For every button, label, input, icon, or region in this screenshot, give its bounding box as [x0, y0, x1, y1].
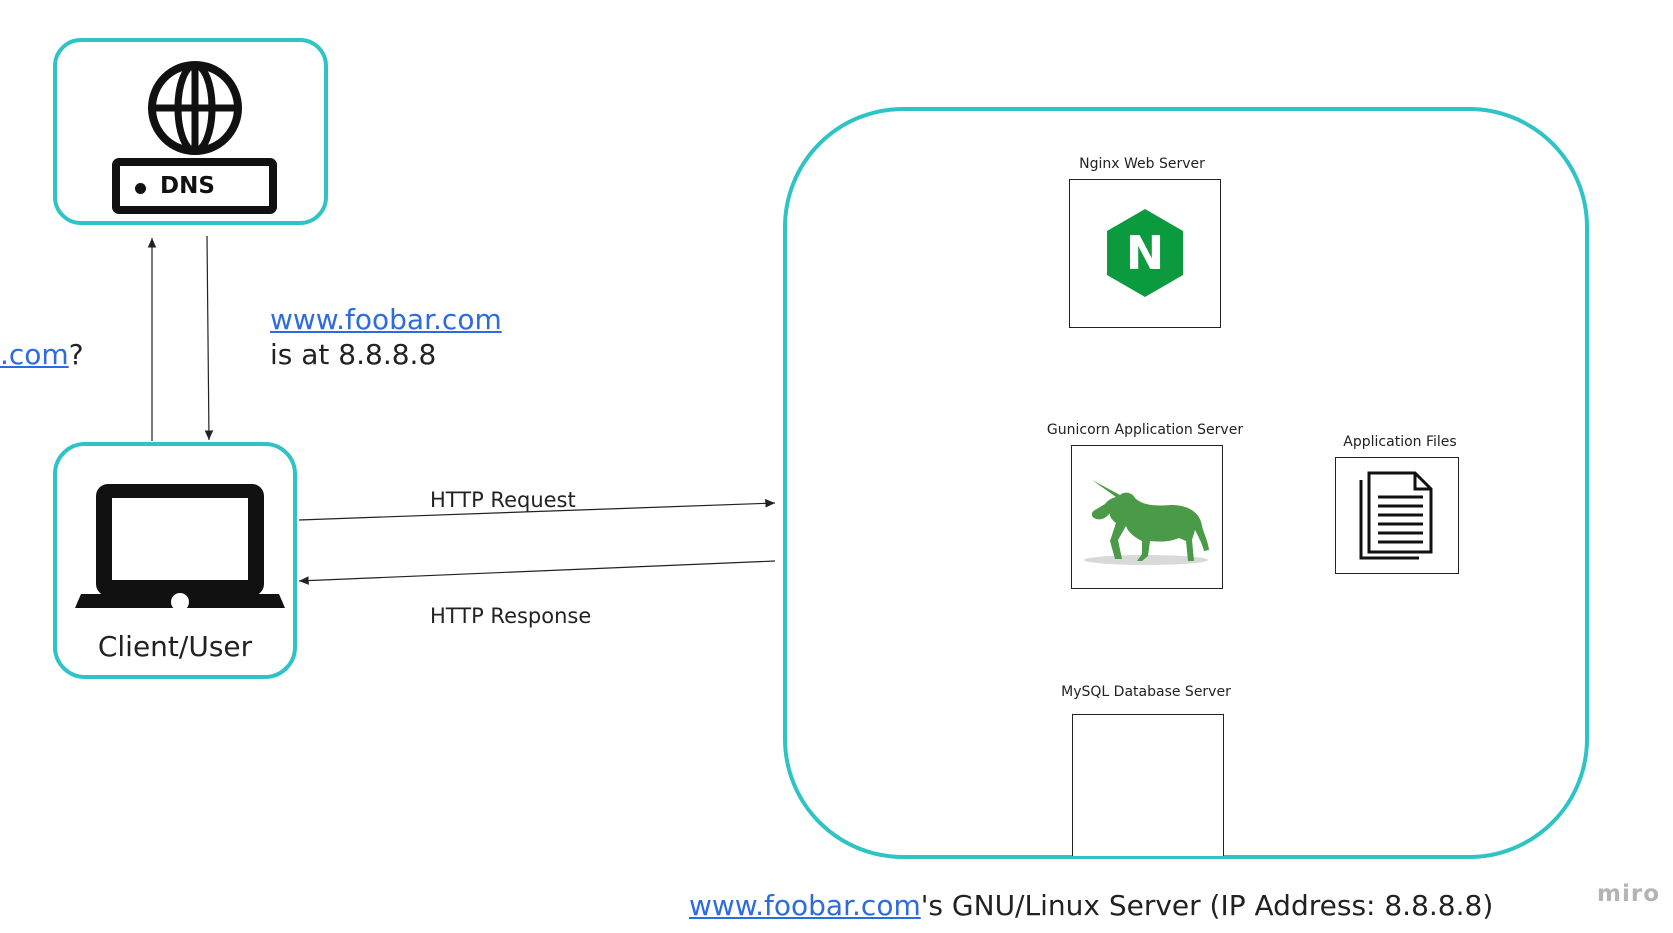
dns-answer-text: www.foobar.com is at 8.8.8.8 [270, 302, 502, 372]
mysql-box[interactable] [1072, 714, 1224, 856]
arrow-http-request [298, 499, 776, 521]
client-label: Client/User [97, 630, 253, 663]
app-files-box[interactable] [1335, 457, 1459, 574]
dns-query-suffix: ? [68, 338, 84, 371]
document-icon [1359, 471, 1433, 560]
server-indicator-dot [135, 183, 146, 194]
client-card[interactable]: Client/User [53, 442, 297, 679]
http-response-label: HTTP Response [430, 604, 592, 628]
gunicorn-label: Gunicorn Application Server [1046, 422, 1244, 438]
dns-card[interactable]: DNS [53, 38, 328, 225]
unicorn-icon [1084, 480, 1209, 565]
app-files-label: Application Files [1343, 434, 1457, 450]
nginx-logo-letter: N [1126, 226, 1165, 280]
globe-icon [148, 61, 242, 155]
miro-watermark: miro [1597, 881, 1660, 907]
laptop-icon [75, 484, 285, 608]
nginx-label: Nginx Web Server [1079, 156, 1205, 172]
arrow-http-response [298, 560, 776, 585]
dns-query-link[interactable]: .com [0, 338, 69, 371]
server-icon: DNS [112, 158, 277, 214]
nginx-box[interactable]: N [1069, 179, 1221, 328]
nginx-logo-icon: N [1107, 209, 1183, 297]
server-caption: www.foobar.com's GNU/Linux Server (IP Ad… [689, 888, 1493, 923]
dns-answer-link[interactable]: www.foobar.com [270, 303, 502, 336]
arrow-dns-to-client [204, 235, 214, 441]
server-caption-rest: 's GNU/Linux Server (IP Address: 8.8.8.8… [920, 889, 1494, 922]
http-request-label: HTTP Request [430, 488, 576, 512]
dns-query-text: .com? [0, 337, 84, 372]
gunicorn-box[interactable] [1071, 445, 1223, 589]
dns-label: DNS [160, 173, 215, 199]
dns-answer-ip: is at 8.8.8.8 [270, 338, 437, 371]
server-caption-link[interactable]: www.foobar.com [689, 889, 921, 922]
mysql-label: MySQL Database Server [1061, 684, 1231, 700]
